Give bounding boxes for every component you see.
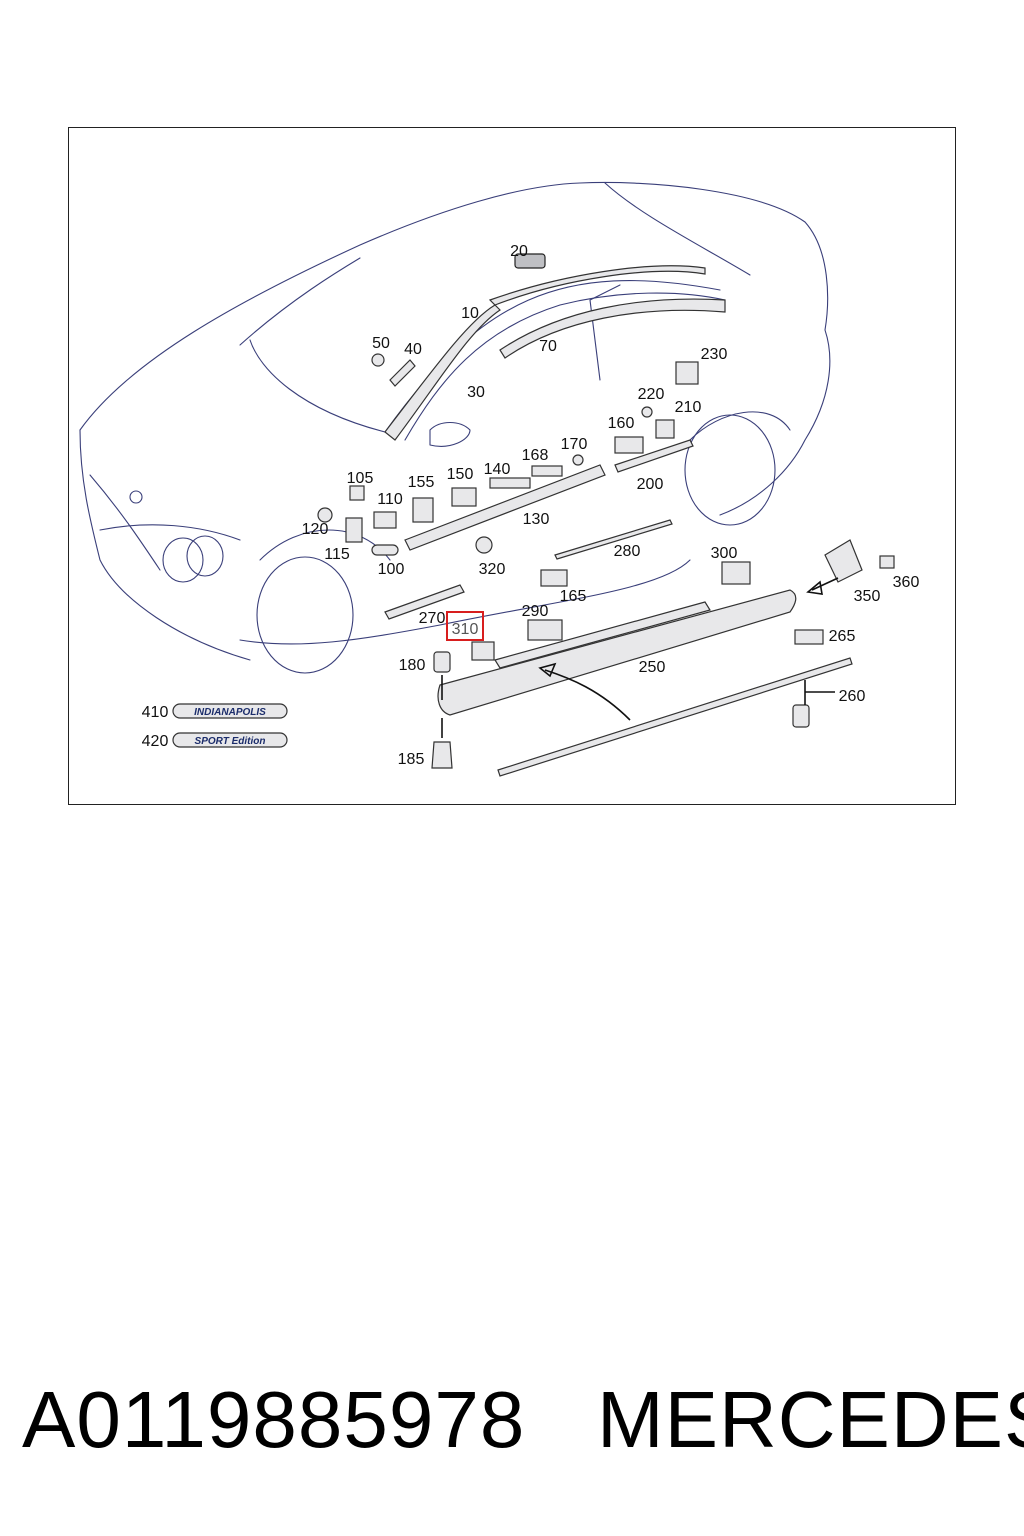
callout-300: 300 — [711, 545, 738, 562]
callout-20: 20 — [510, 243, 528, 260]
part-140 — [489, 477, 531, 489]
callout-180: 180 — [399, 657, 426, 674]
callout-120: 120 — [302, 521, 329, 538]
callout-250: 250 — [639, 659, 666, 676]
car-outline — [79, 181, 831, 674]
callout-320: 320 — [479, 561, 506, 578]
part-230 — [675, 361, 699, 385]
callout-155: 155 — [408, 474, 435, 491]
parts: INDIANAPOLIS SPORT Edition — [172, 253, 895, 777]
badge-410 — [172, 703, 288, 719]
part-120 — [317, 507, 333, 523]
callout-270: 270 — [419, 610, 446, 627]
part-170 — [572, 454, 584, 466]
part-160 — [614, 436, 644, 454]
callout-labels: 10 20 30 40 50 70 100 105 110 115 120 13… — [142, 243, 920, 768]
badge-410-text: INDIANAPOLIS — [194, 707, 266, 718]
part-115 — [345, 517, 363, 543]
part-100 — [371, 544, 399, 556]
callout-150: 150 — [447, 466, 474, 483]
part-168 — [531, 465, 563, 477]
part-270 — [384, 584, 465, 620]
callout-160: 160 — [608, 415, 635, 432]
callout-168: 168 — [522, 447, 549, 464]
callout-100: 100 — [378, 561, 405, 578]
part-150 — [451, 487, 477, 507]
highlight-box — [446, 611, 484, 641]
part-320 — [475, 536, 493, 554]
callout-110: 110 — [377, 491, 403, 508]
callout-30: 30 — [467, 384, 485, 401]
callout-260: 260 — [839, 688, 866, 705]
callout-360: 360 — [893, 574, 920, 591]
callout-265: 265 — [829, 628, 856, 645]
callout-420: 420 — [142, 733, 169, 750]
callout-170: 170 — [561, 436, 588, 453]
callout-40: 40 — [404, 341, 422, 358]
part-220 — [641, 406, 653, 418]
leader-lines — [441, 577, 839, 738]
callout-70: 70 — [539, 338, 557, 355]
callout-105: 105 — [347, 470, 374, 487]
part-105 — [349, 485, 365, 501]
part-10 — [384, 304, 501, 441]
callout-280: 280 — [614, 543, 641, 560]
part-280 — [554, 519, 673, 560]
part-110 — [373, 511, 397, 529]
callout-50: 50 — [372, 335, 390, 352]
callout-10: 10 — [461, 305, 479, 322]
diagram-frame — [68, 127, 956, 805]
part-250 — [437, 589, 797, 716]
part-155 — [412, 497, 434, 523]
part-roof-strip — [488, 265, 706, 306]
part-360 — [879, 555, 895, 569]
part-250-upper — [494, 601, 711, 669]
brand-name: MERCEDES — [597, 1375, 1024, 1464]
part-185 — [431, 741, 453, 769]
badge-420-text: SPORT Edition — [195, 736, 266, 747]
callout-185: 185 — [398, 751, 425, 768]
part-165 — [540, 569, 568, 587]
part-260 — [497, 657, 853, 777]
callout-210: 210 — [675, 399, 702, 416]
part-300 — [721, 561, 751, 585]
callout-140: 140 — [484, 461, 511, 478]
part-290 — [527, 619, 563, 641]
callout-410: 410 — [142, 704, 169, 721]
footer: A0119885978 MERCEDES — [0, 1370, 1024, 1480]
callout-230: 230 — [701, 346, 728, 363]
part-130 — [404, 464, 606, 551]
callout-165: 165 — [560, 588, 587, 605]
part-50 — [371, 353, 385, 367]
callout-290: 290 — [522, 603, 549, 620]
callout-200: 200 — [637, 476, 664, 493]
part-70 — [499, 298, 726, 359]
part-350 — [824, 539, 863, 583]
part-200 — [614, 439, 694, 473]
callout-220: 220 — [638, 386, 665, 403]
part-310 — [471, 641, 495, 661]
callout-130: 130 — [523, 511, 550, 528]
part-20 — [514, 253, 546, 269]
part-260-clip — [792, 704, 810, 728]
callout-115: 115 — [324, 546, 350, 563]
callout-350: 350 — [854, 588, 881, 605]
badge-420 — [172, 732, 288, 748]
part-40 — [389, 359, 416, 387]
callout-310: 310 — [452, 621, 479, 638]
part-265 — [794, 629, 824, 645]
part-210 — [655, 419, 675, 439]
part-180 — [433, 651, 451, 673]
part-number: A0119885978 — [22, 1375, 526, 1464]
